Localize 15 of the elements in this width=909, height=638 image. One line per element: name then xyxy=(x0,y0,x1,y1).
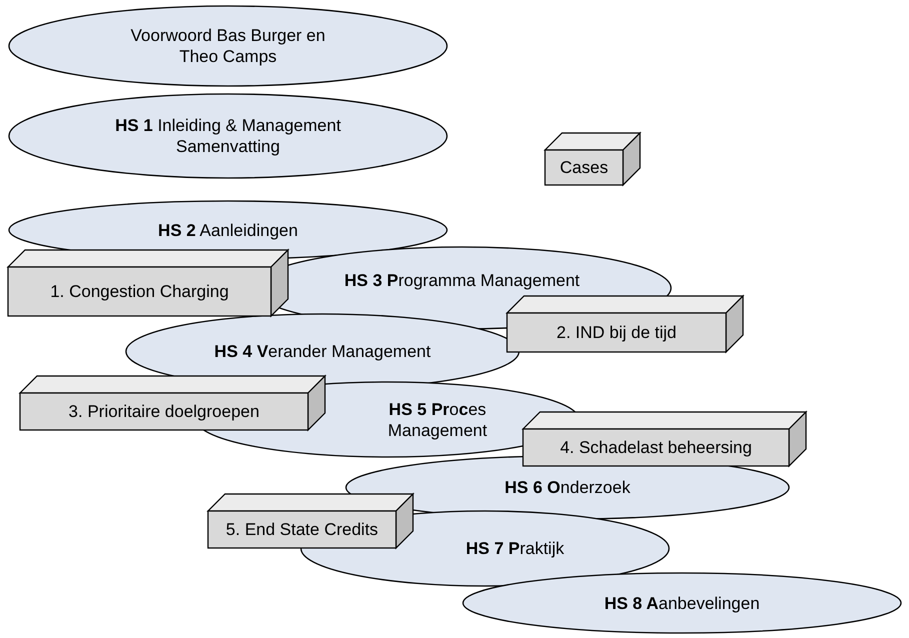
node-label: HS 1 Inleiding & Management Samenvatting xyxy=(114,115,342,157)
node-label: HS 5 Proces Management xyxy=(386,398,488,440)
node-label: HS 7 Praktijk xyxy=(466,538,564,559)
node-label: HS 6 Onderzoek xyxy=(504,477,630,498)
node-label: HS 8 Aanbevelingen xyxy=(604,592,760,614)
node-label: Cases xyxy=(560,157,608,178)
node-label: 1. Congestion Charging xyxy=(50,281,229,302)
node-label: HS 2 Aanleidingen xyxy=(158,220,298,240)
node-label: Voorwoord Bas Burger en Theo Camps xyxy=(130,25,326,67)
node-label: HS 3 Programma Management xyxy=(344,270,580,290)
node-label: 3. Prioritaire doelgroepen xyxy=(68,401,260,422)
node-label: 2. IND bij de tijd xyxy=(556,322,676,343)
node-label: 5. End State Credits xyxy=(226,519,378,540)
node-label: 4. Schadelast beheersing xyxy=(560,437,752,458)
node-label: HS 4 Verander Management xyxy=(214,341,431,362)
